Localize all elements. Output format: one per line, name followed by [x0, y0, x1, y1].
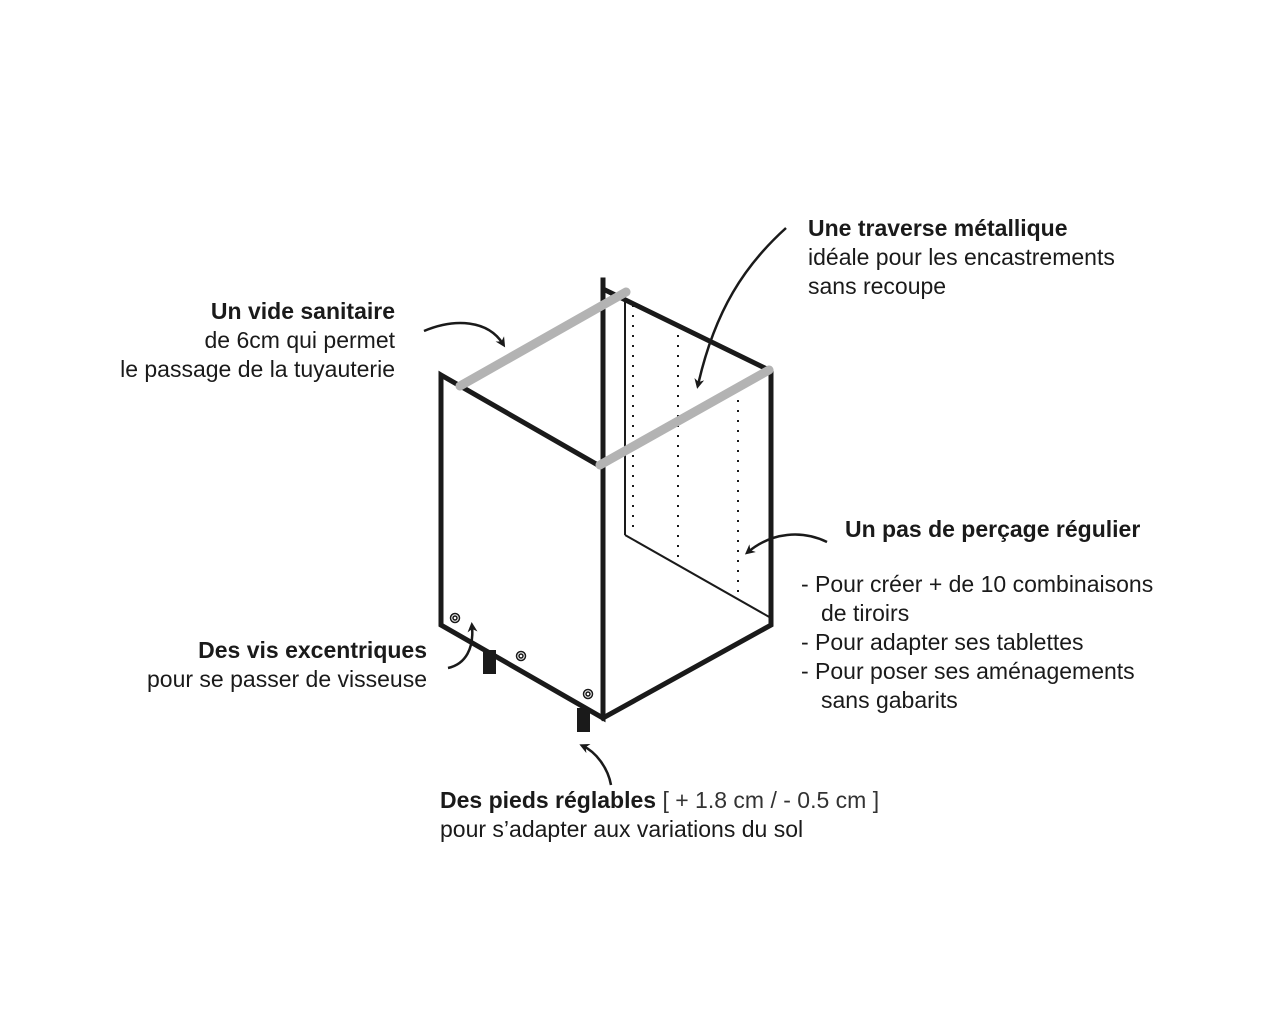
annotation-range: [ + 1.8 cm / - 0.5 cm ] [662, 787, 880, 813]
list-item-continuation: de tiroirs [821, 600, 910, 626]
screw-icon [582, 688, 594, 700]
annotation-percage-title: Un pas de perçage régulier [845, 515, 1140, 544]
cabinet-side-panel [438, 370, 606, 723]
annotation-vis: Des vis excentriques pour se passer de v… [147, 636, 427, 694]
annotation-title: Un pas de perçage régulier [845, 516, 1141, 542]
annotation-line: le passage de la tuyauterie [120, 356, 395, 382]
arrow-icon [579, 743, 613, 786]
arrow-icon [694, 227, 787, 389]
screw-icon [515, 650, 527, 662]
annotation-traverse: Une traverse métallique idéale pour les … [808, 214, 1115, 301]
annotation-line: idéale pour les encastrements [808, 244, 1115, 270]
annotation-line: de 6cm qui permet [204, 327, 395, 353]
screws [449, 612, 594, 700]
arrows [423, 227, 828, 786]
annotation-line: pour se passer de visseuse [147, 666, 427, 692]
annotation-title: Des vis excentriques [198, 637, 427, 663]
cabinet-inner-lines [624, 300, 772, 619]
screw-icon [449, 612, 461, 624]
annotation-line: pour s’adapter aux variations du sol [440, 816, 804, 842]
annotation-title: Un vide sanitaire [210, 298, 395, 324]
annotation-line: sans recoupe [808, 273, 947, 299]
annotation-title: Une traverse métallique [808, 215, 1068, 241]
arrow-icon [744, 533, 828, 555]
list-item: - Pour poser ses aménagements [801, 658, 1135, 684]
metal-rails [455, 287, 774, 470]
drilling-holes [632, 305, 739, 595]
list-item: - Pour créer + de 10 combinaisons [801, 571, 1154, 597]
metal-rail-left [455, 287, 631, 391]
annotation-title: Des pieds réglables [440, 787, 657, 813]
cabinet-back-top-edge [599, 277, 774, 722]
feet [483, 650, 590, 732]
foot-icon [483, 650, 496, 674]
foot-icon [577, 708, 590, 732]
inner-bottom-edge [624, 534, 772, 619]
annotation-vide-sanitaire: Un vide sanitaire de 6cm qui permet le p… [120, 297, 395, 384]
arrow-icon [423, 321, 506, 348]
list-item: - Pour adapter ses tablettes [801, 629, 1084, 655]
arrow-icon [447, 622, 478, 670]
annotation-percage-list: - Pour créer + de 10 combinaisons de tir… [801, 570, 1153, 715]
annotation-pieds: Des pieds réglables [ + 1.8 cm / - 0.5 c… [440, 786, 879, 844]
metal-rail-right [595, 365, 774, 470]
list-item-continuation: sans gabarits [821, 687, 958, 713]
